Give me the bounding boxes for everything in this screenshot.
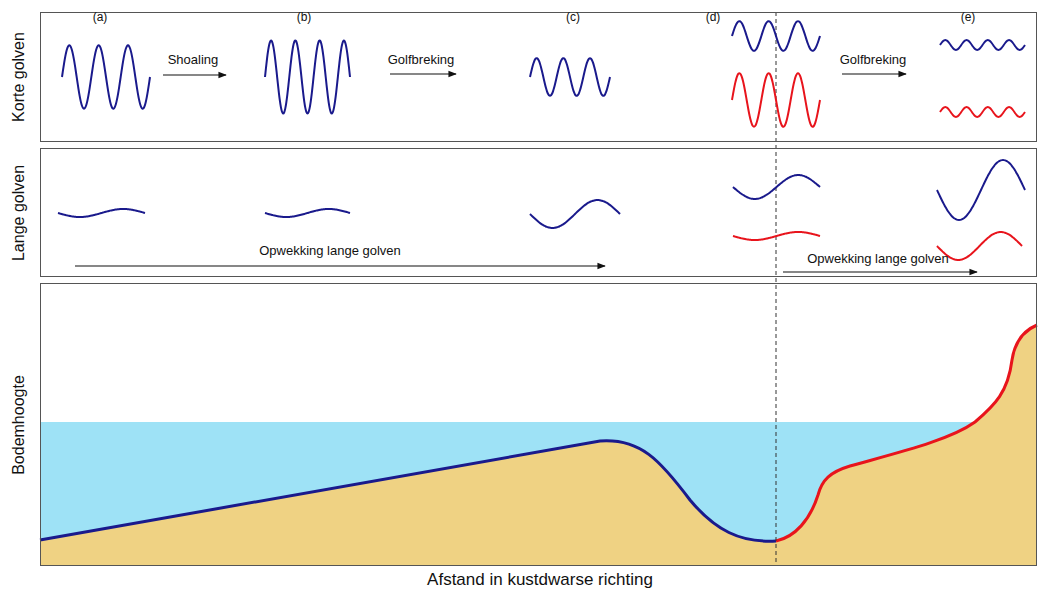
process-label: Golfbreking [840,53,906,67]
panel-letter: (d) [706,11,721,24]
wave [58,209,145,217]
wave [62,45,150,108]
panel-letter: (e) [961,11,976,24]
wave [733,175,820,199]
panel: Korte golven [40,12,1037,142]
wave [940,107,1025,117]
wave [940,40,1025,50]
panel-letter: (c) [566,11,580,24]
sand-bed [40,325,1037,565]
wave [530,58,610,96]
bed-profile-blue [40,441,776,541]
wave [937,232,1022,260]
process-label: Opwekking lange golven [807,252,949,266]
wave [265,40,350,113]
wave [937,160,1025,220]
panel-letter: (a) [93,11,108,24]
wave [265,209,350,217]
process-label: Golfbreking [388,53,454,67]
arrow [390,73,456,74]
process-label: Opwekking lange golven [259,244,401,258]
axis-label: Korte golven [10,32,28,122]
wave [733,232,820,240]
arrow [842,73,906,74]
arrow [163,74,226,75]
axis-label: Bodemhoogte [10,375,28,475]
panel: Bodemhoogte [40,283,1037,566]
axis-label: Afstand in kustdwarse richting [427,571,653,590]
wave [732,73,820,127]
wave [530,200,620,228]
wave [732,21,820,51]
process-label: Shoaling [168,53,219,67]
axis-label: Lange golven [10,164,28,260]
arrow [783,271,977,272]
panel-letter: (b) [297,11,312,24]
bed-profile-red [776,325,1037,541]
arrow [75,265,605,266]
